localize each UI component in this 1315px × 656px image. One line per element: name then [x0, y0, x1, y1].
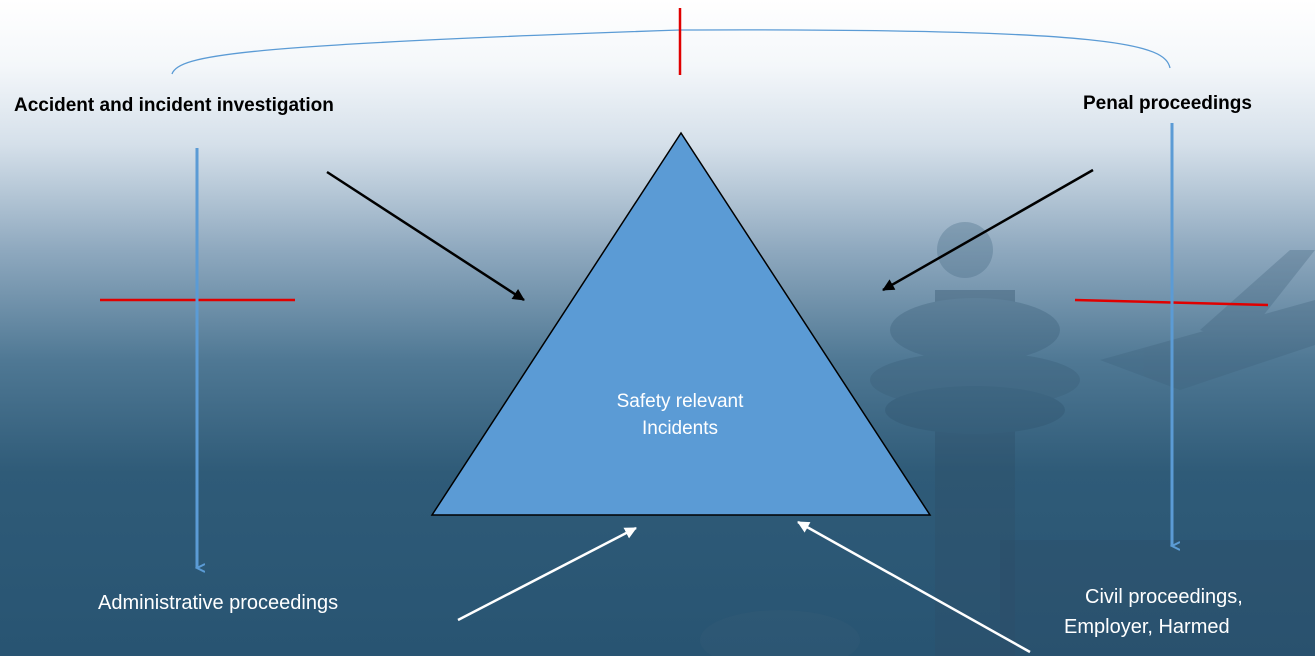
label-accident-investigation: Accident and incident investigation	[14, 95, 334, 116]
black-arrow-left	[326, 170, 525, 302]
white-arrow-right	[797, 520, 1031, 654]
label-penal-proceedings: Penal proceedings	[1083, 93, 1252, 114]
black-arrow-right	[882, 168, 1094, 292]
tower-silhouette	[870, 222, 1080, 656]
terminal-silhouette	[700, 540, 1315, 656]
center-label-line2: Incidents	[641, 418, 719, 439]
airplane-silhouette	[1100, 250, 1315, 390]
label-civil-proceedings: Civil proceedings,	[1085, 586, 1243, 608]
top-connecting-arc	[171, 29, 1171, 75]
white-arrow-left	[457, 526, 637, 622]
label-employer-harmed: Employer, Harmed	[1064, 616, 1230, 638]
safety-triangle	[430, 131, 932, 516]
label-administrative-proceedings: Administrative proceedings	[98, 592, 339, 614]
center-label-line1: Safety relevant	[616, 391, 744, 412]
triangle-center-label: Safety relevant Incidents	[560, 388, 800, 442]
